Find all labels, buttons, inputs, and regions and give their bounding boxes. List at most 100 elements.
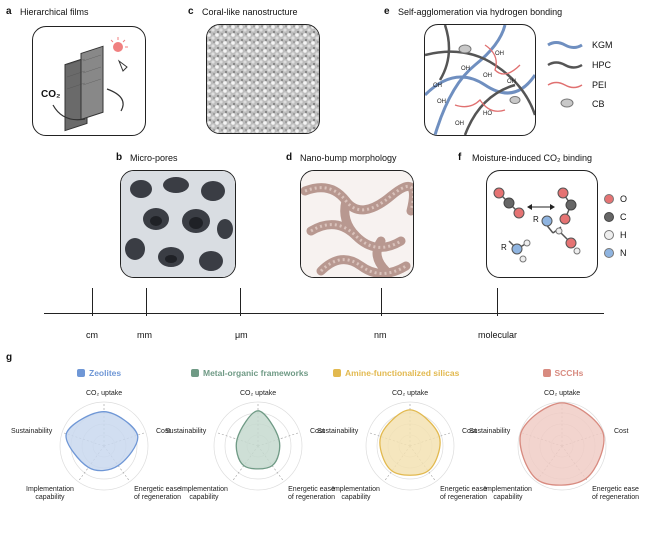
- radar-chart-amine-functionalized-silicas: [365, 401, 455, 491]
- radar-axis-label: CO₂ uptake: [392, 390, 429, 397]
- radar-title-text: Amine-functionalized silicas: [345, 368, 460, 378]
- radar-axis-label: Energetic ease of regeneration: [133, 485, 182, 502]
- panel-f-image: R R: [486, 170, 598, 278]
- legend-kgm: KGM: [592, 40, 613, 50]
- hpc-legend-swatch: [547, 61, 583, 69]
- micropores-illustration: [121, 171, 235, 277]
- panel-f-title: Moisture-induced CO₂ binding: [472, 153, 593, 163]
- tick-molecular: [497, 288, 499, 316]
- tick-label-cm: cm: [86, 330, 98, 340]
- legend-h: H: [620, 230, 627, 240]
- hierarchical-films-illustration: [52, 37, 128, 132]
- hydrogen-bonding-network-illustration: OH OH OH OH OH OH HO OH: [425, 25, 535, 135]
- radar-axis-label: Implementation capability: [180, 485, 228, 502]
- oh-label: OH: [495, 51, 504, 57]
- panel-e-title: Self-agglomeration via hydrogen bonding: [398, 7, 563, 17]
- radar-axis-label: CO₂ uptake: [240, 390, 277, 397]
- oh-label: HO: [483, 111, 492, 117]
- radar-title-text: Zeolites: [89, 368, 122, 378]
- radar-title: Zeolites: [77, 368, 121, 378]
- tick-um: [240, 288, 242, 316]
- radar-axis-label: Energetic ease of regeneration: [591, 485, 640, 502]
- length-scale-axis: [44, 313, 604, 315]
- panel-f-letter: f: [458, 152, 462, 163]
- radar-axis-label: Sustainability: [11, 428, 53, 436]
- radar-axis-label: Sustainability: [317, 428, 359, 436]
- panel-a-image: CO₂: [32, 26, 146, 136]
- oh-label: OH: [507, 79, 516, 85]
- panel-c-image: [206, 24, 320, 134]
- kgm-legend-swatch: [547, 41, 583, 49]
- radar-axis-label: Cost: [310, 428, 325, 436]
- co2-binding-illustration: [493, 187, 581, 263]
- tick-cm: [92, 288, 94, 316]
- pei-legend-swatch: [547, 81, 583, 89]
- legend-pei: PEI: [592, 80, 607, 90]
- panel-e-letter: e: [384, 6, 390, 17]
- radar-title: SCCHs: [542, 368, 584, 378]
- nano-bump-illustration: [301, 171, 413, 277]
- legend-cb: CB: [592, 99, 605, 109]
- radar-axis-label: Energetic ease of regeneration: [439, 485, 488, 502]
- radar-axis-label: Energetic ease of regeneration: [287, 485, 336, 502]
- oh-label: OH: [483, 73, 492, 79]
- radar-title: Metal-organic frameworks: [191, 368, 308, 378]
- panel-b-image: [120, 170, 236, 278]
- oh-label: OH: [461, 66, 470, 72]
- hydrogen-legend-swatch: [604, 230, 614, 240]
- panel-a-title: Hierarchical films: [20, 7, 89, 17]
- radar-grid-ring: [213, 401, 303, 491]
- radar-axis-label: Sustainability: [165, 428, 207, 436]
- radar-legend-swatch: [77, 369, 85, 377]
- radar-axis-label: Cost: [462, 428, 477, 436]
- r-label: R: [501, 243, 507, 252]
- panel-b-letter: b: [116, 152, 123, 163]
- radar-axis-label: Sustainability: [469, 428, 511, 436]
- radar-axis-label: Implementation capability: [332, 485, 380, 502]
- r-label-bound: R: [533, 215, 539, 224]
- tick-label-molecular: molecular: [478, 330, 518, 340]
- legend-c: C: [620, 212, 627, 222]
- radar-legend-swatch: [191, 369, 199, 377]
- legend-o: O: [620, 194, 628, 204]
- radar-title-text: SCCHs: [554, 368, 584, 378]
- coral-nanostructure-illustration: [207, 25, 319, 133]
- radar-series-shape: [379, 409, 441, 476]
- panel-c-letter: c: [188, 6, 194, 17]
- radar-axis-label: Cost: [614, 428, 629, 436]
- radar-axis-label: Implementation capability: [26, 485, 74, 502]
- radar-axis-label: Implementation capability: [484, 485, 532, 502]
- tick-label-mm: mm: [137, 330, 152, 340]
- panel-a-letter: a: [6, 6, 12, 17]
- panel-e-image: OH OH OH OH OH OH HO OH: [424, 24, 536, 136]
- tick-label-nm: nm: [374, 330, 387, 340]
- radar-grid-ring: [59, 401, 149, 491]
- panel-c-title: Coral-like nanostructure: [202, 7, 298, 17]
- tick-mm: [146, 288, 148, 316]
- panel-d-image: [300, 170, 414, 278]
- radar-series-shape: [519, 402, 605, 486]
- oxygen-legend-swatch: [604, 194, 614, 204]
- radar-legend-swatch: [542, 369, 551, 377]
- radar-title-text: Metal-organic frameworks: [203, 368, 309, 378]
- radar-axis-label: CO₂ uptake: [86, 390, 123, 397]
- panel-b-title: Micro-pores: [130, 153, 178, 163]
- radar-chart-scchs: [517, 401, 607, 491]
- oh-label: OH: [437, 99, 446, 105]
- oh-label: OH: [455, 121, 464, 127]
- radar-axis-label: Cost: [156, 428, 171, 436]
- radar-chart-metal-organic-frameworks: [213, 401, 303, 491]
- radar-series-shape: [235, 410, 281, 470]
- legend-n: N: [620, 248, 627, 258]
- oh-label: OH: [433, 83, 442, 89]
- tick-nm: [381, 288, 383, 316]
- radar-grid-ring: [517, 401, 607, 491]
- radar-legend-swatch: [333, 369, 341, 377]
- panel-d-letter: d: [286, 152, 293, 163]
- radar-axis-label: CO₂ uptake: [544, 390, 581, 397]
- radar-chart-zeolites: [59, 401, 149, 491]
- panel-d-title: Nano-bump morphology: [300, 153, 397, 163]
- cb-legend-swatch: [560, 98, 574, 108]
- co2-label: CO₂: [41, 89, 61, 100]
- panel-g-letter: g: [6, 352, 13, 363]
